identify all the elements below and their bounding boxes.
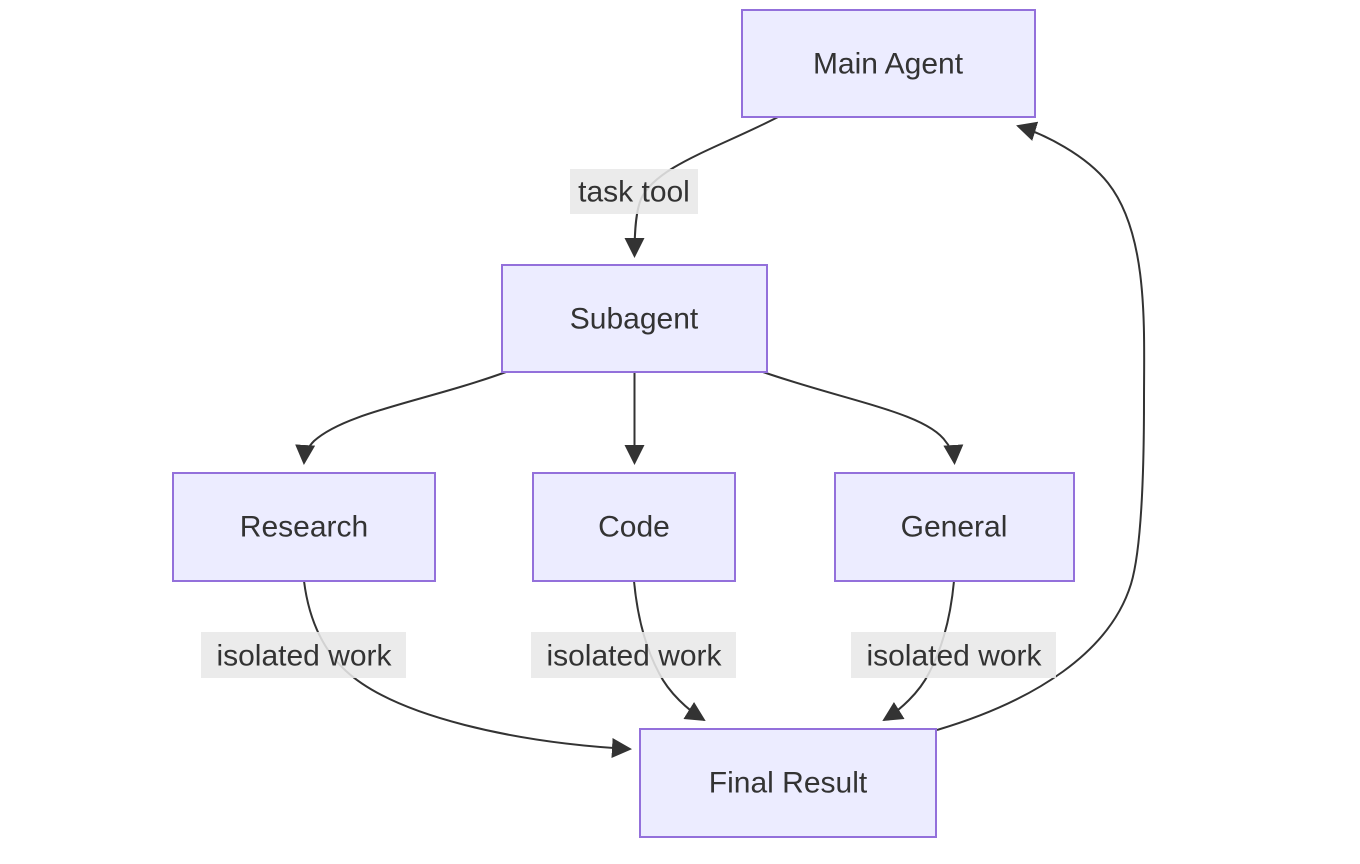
edge-subagent-to-research [295, 371, 507, 465]
edge-label-isolated-work-2: isolated work [531, 632, 736, 678]
node-label: Main Agent [813, 48, 964, 81]
edge-label-text: task tool [578, 176, 690, 209]
node-rect [639, 728, 937, 838]
edge-final-to-main [936, 121, 1146, 731]
node-label: Research [240, 511, 368, 544]
node-final-result: Final Result [639, 728, 937, 838]
edge-label-task-tool: task tool [570, 169, 698, 214]
node-rect [834, 472, 1075, 582]
edge-label-text: isolated work [546, 640, 722, 673]
edge-research-to-final [303, 580, 632, 759]
node-label: Subagent [570, 303, 699, 336]
node-label: Code [598, 511, 670, 544]
node-main-agent: Main Agent [741, 9, 1036, 118]
edge-label-text: isolated work [216, 640, 392, 673]
node-rect [501, 264, 768, 373]
edge-label-bg [531, 632, 736, 678]
node-general: General [834, 472, 1075, 582]
edge-subagent-to-general [762, 371, 964, 465]
edge-label-text: isolated work [866, 640, 1042, 673]
edge-label-bg [851, 632, 1056, 678]
node-label: General [901, 511, 1008, 544]
edge-label-isolated-work-1: isolated work [201, 632, 406, 678]
node-rect [532, 472, 736, 582]
node-research: Research [172, 472, 436, 582]
edge-label-bg [201, 632, 406, 678]
node-subagent: Subagent [501, 264, 768, 373]
node-rect [741, 9, 1036, 118]
node-label: Final Result [709, 767, 868, 800]
node-rect [172, 472, 436, 582]
edge-label-isolated-work-3: isolated work [851, 632, 1056, 678]
edge-label-bg [570, 169, 698, 214]
node-code: Code [532, 472, 736, 582]
